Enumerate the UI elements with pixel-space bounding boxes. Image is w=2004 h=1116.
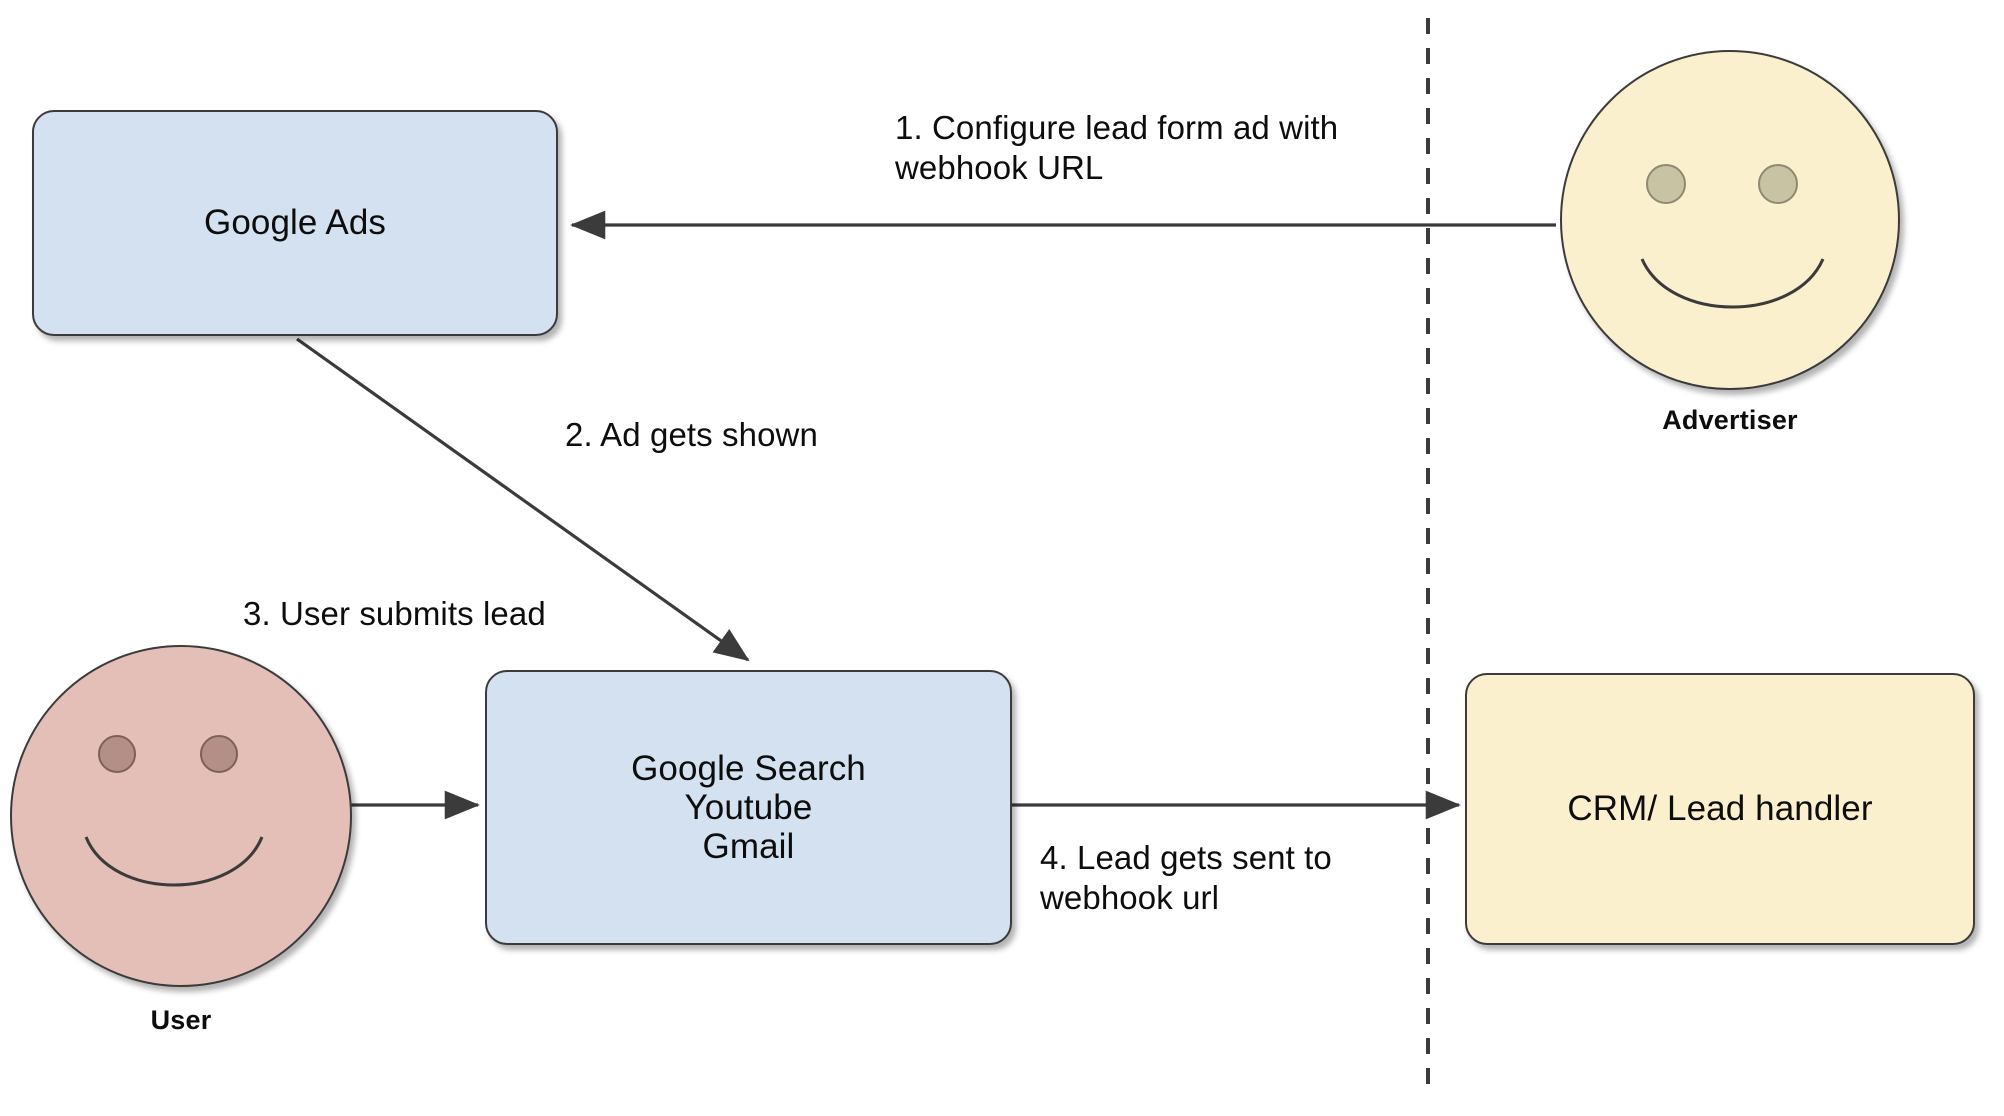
edge-label-step-1: 1. Configure lead form ad with webhook U…: [895, 109, 1339, 187]
advertiser-smiley-face-icon: [1560, 50, 1900, 390]
node-google-ads-label: Google Ads: [204, 203, 386, 243]
node-google-surfaces[interactable]: Google Search Youtube Gmail: [485, 670, 1012, 945]
advertiser-eye-right-icon: [1758, 164, 1798, 204]
edge-label-step-2: 2. Ad gets shown: [565, 416, 818, 453]
node-google-surfaces-label: Google Search Youtube Gmail: [631, 748, 866, 867]
advertiser-smile-icon: [1640, 258, 1825, 309]
user-eye-left-icon: [98, 735, 136, 773]
node-crm-lead-handler-label: CRM/ Lead handler: [1567, 789, 1873, 829]
actor-user-label: User: [150, 1005, 212, 1035]
edge-label-step-3: 3. User submits lead: [243, 595, 546, 632]
user-eye-right-icon: [200, 735, 238, 773]
actor-advertiser-label: Advertiser: [1662, 405, 1798, 435]
advertiser-eye-left-icon: [1646, 164, 1686, 204]
user-smiley-face-icon: [10, 645, 352, 987]
node-google-ads[interactable]: Google Ads: [32, 110, 558, 336]
node-crm-lead-handler[interactable]: CRM/ Lead handler: [1465, 673, 1975, 945]
user-smile-icon: [84, 836, 264, 887]
edge-label-step-4: 4. Lead gets sent to webhook url: [1040, 839, 1332, 917]
